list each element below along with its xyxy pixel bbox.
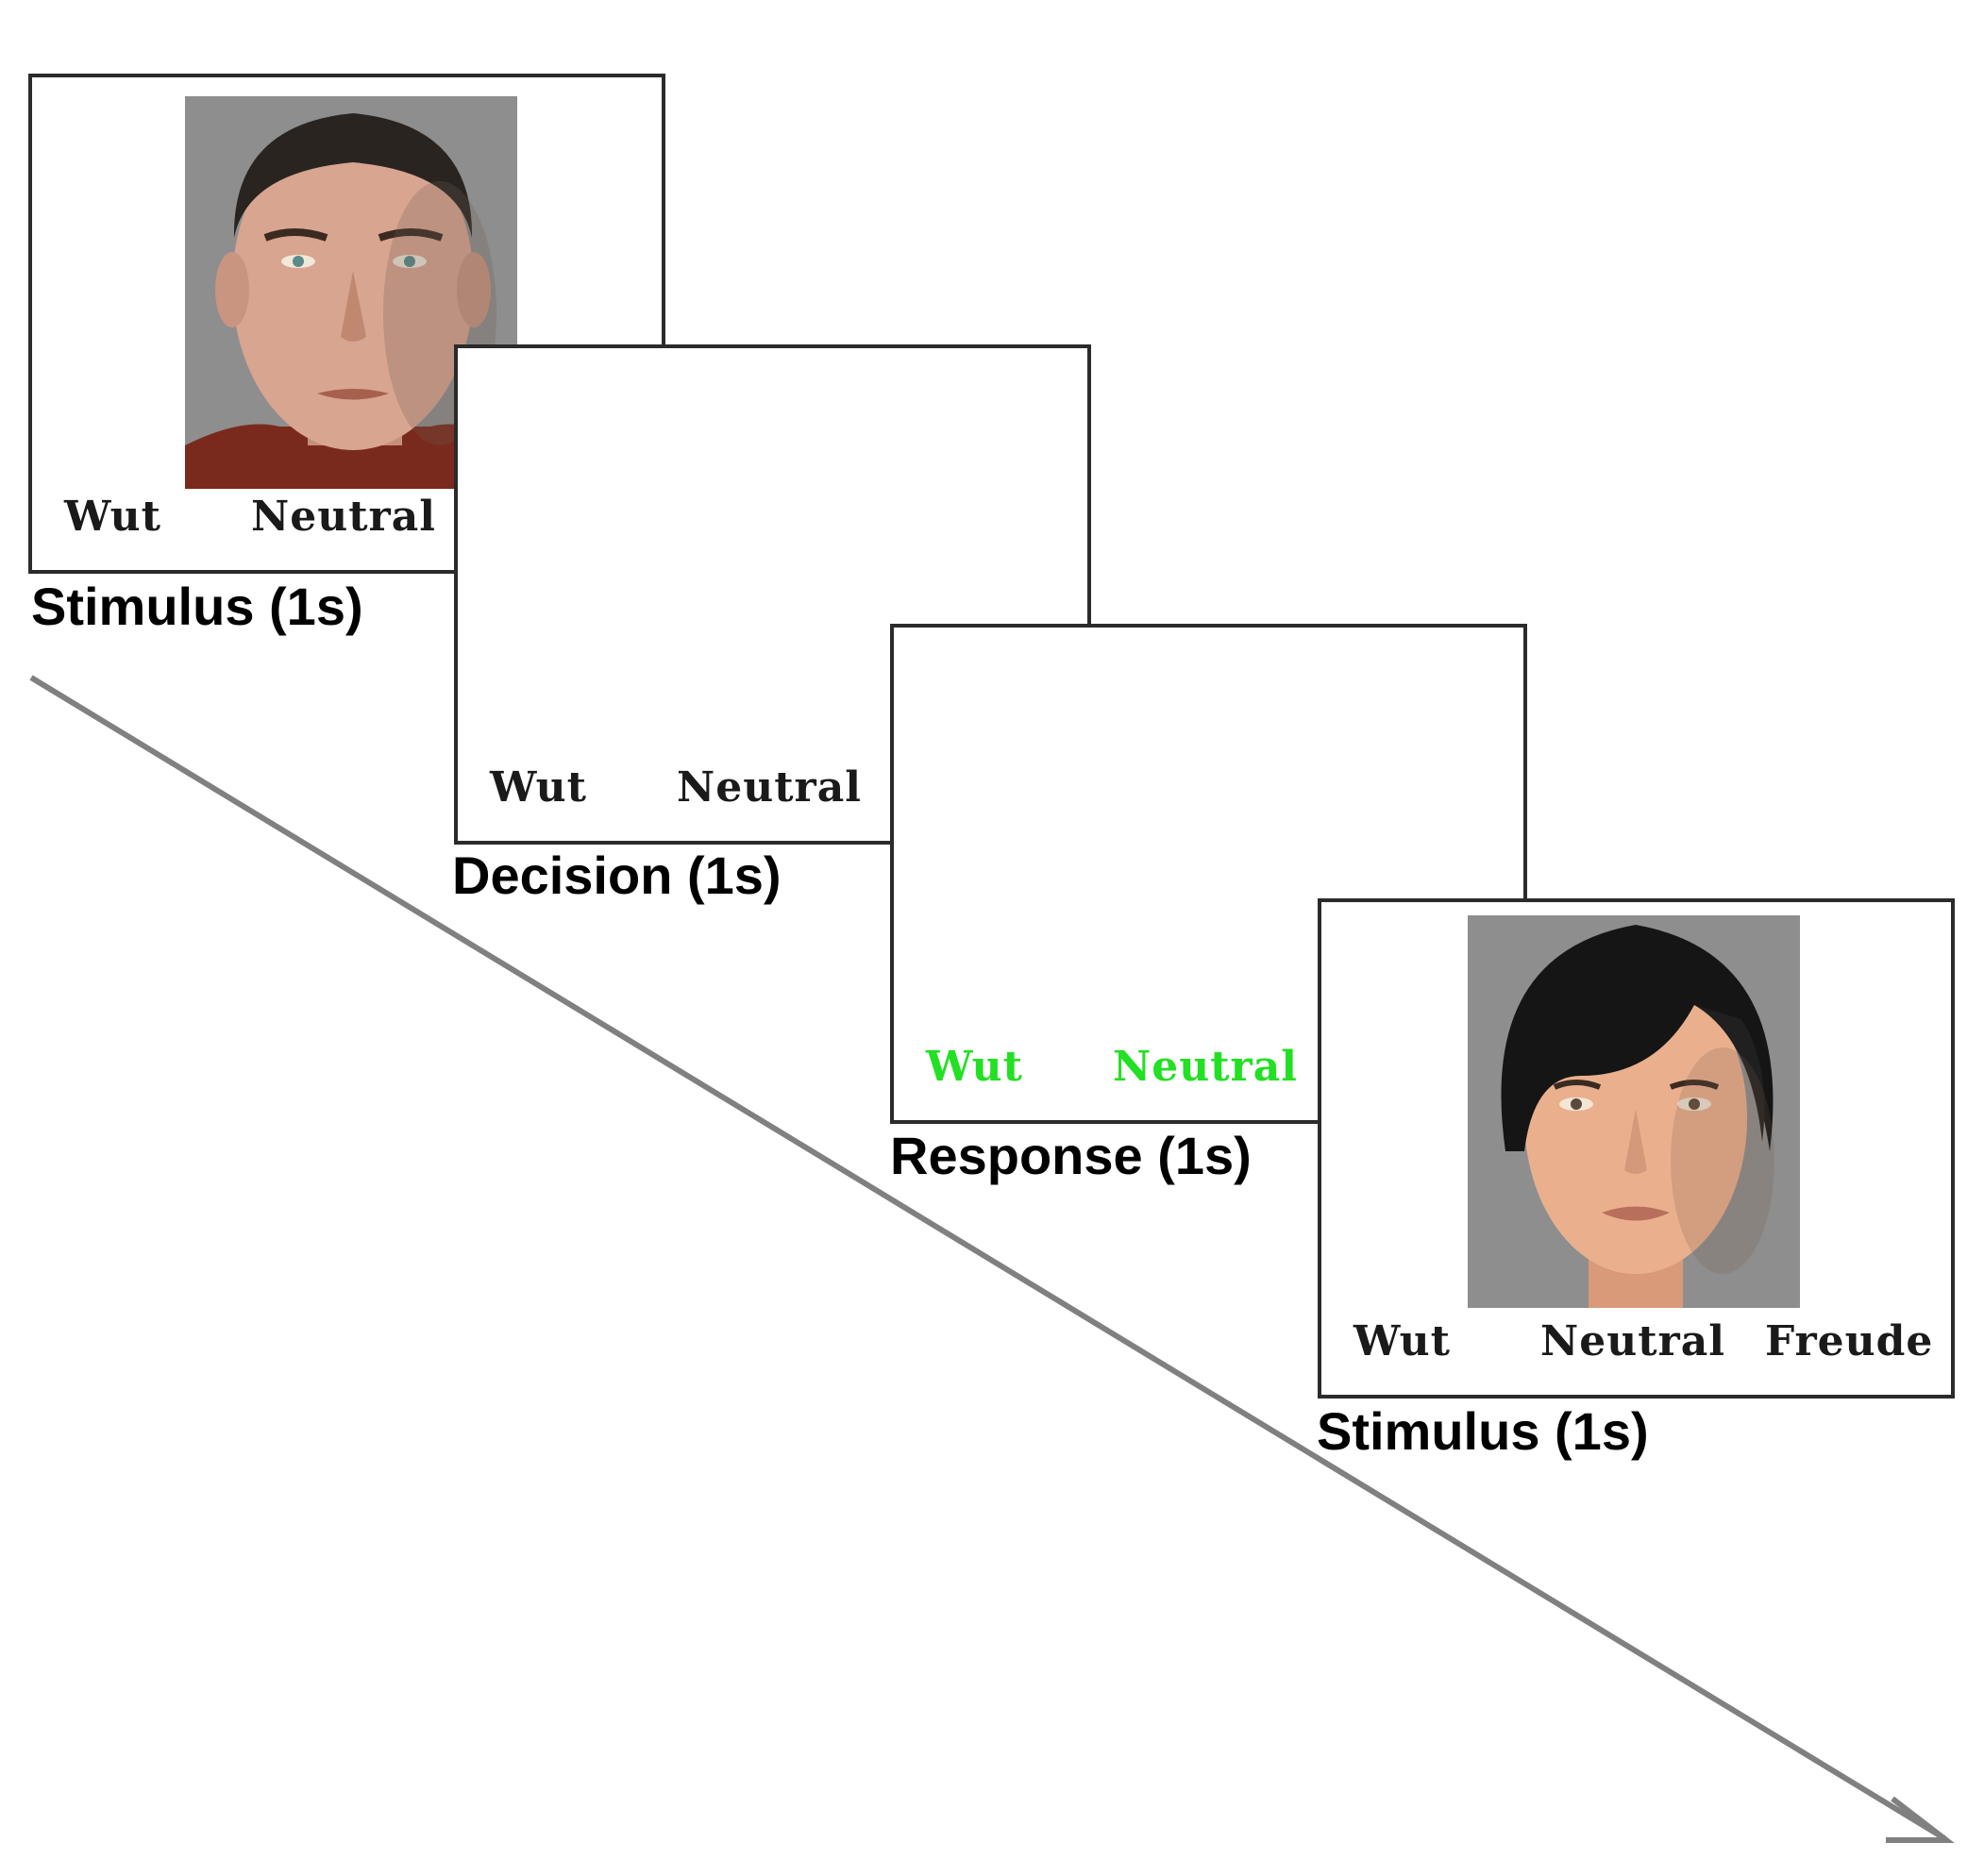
- option-label: Wut: [64, 493, 161, 541]
- option-label: Wut: [490, 763, 587, 812]
- response-caption: Response (1s): [890, 1126, 1252, 1185]
- male-avatar-face: [185, 96, 517, 489]
- male-face-icon: [185, 96, 517, 489]
- stimulus-screen-2: Wut Neutral Freude: [1318, 898, 1955, 1399]
- option-label: Freude: [1765, 1317, 1934, 1365]
- option-label: Wut: [1353, 1317, 1451, 1365]
- option-label: Neutral: [677, 763, 862, 812]
- option-label-highlighted: Wut: [926, 1043, 1023, 1091]
- option-label-highlighted: Neutral: [1113, 1043, 1298, 1091]
- female-face-icon: [1468, 915, 1800, 1308]
- stimulus-caption: Stimulus (1s): [31, 577, 363, 636]
- stimulus-screen-1: Wut Neutral: [28, 74, 665, 574]
- decision-caption: Decision (1s): [452, 846, 782, 905]
- stimulus-caption: Stimulus (1s): [1317, 1401, 1649, 1461]
- option-label: Neutral: [251, 493, 436, 541]
- female-avatar-face: [1468, 915, 1800, 1308]
- option-label: Neutral: [1540, 1317, 1725, 1365]
